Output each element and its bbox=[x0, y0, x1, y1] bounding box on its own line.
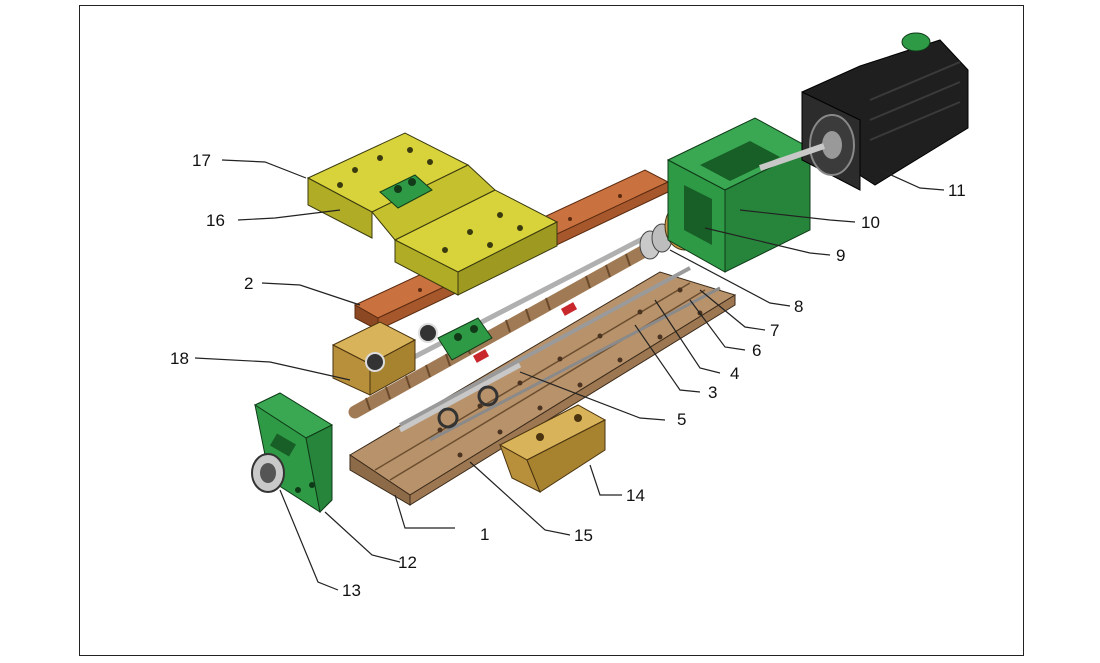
label-3: 3 bbox=[708, 383, 717, 402]
end-plate-part bbox=[251, 392, 334, 514]
leader-lines bbox=[194, 159, 945, 591]
label-16: 16 bbox=[206, 211, 225, 230]
label-14: 14 bbox=[626, 486, 645, 505]
label-9: 9 bbox=[836, 246, 845, 265]
label-12: 12 bbox=[398, 553, 417, 572]
label-5: 5 bbox=[677, 410, 686, 429]
servo-motor-part bbox=[759, 32, 969, 191]
brass-bearing-block bbox=[331, 321, 438, 396]
callout-labels: 1 2 3 4 5 6 7 8 9 10 11 12 13 14 15 16 1… bbox=[170, 151, 966, 600]
label-18: 18 bbox=[170, 349, 189, 368]
label-15: 15 bbox=[574, 526, 593, 545]
green-nut-upper bbox=[379, 174, 433, 209]
label-1: 1 bbox=[480, 525, 489, 544]
base-rail-part bbox=[349, 271, 737, 506]
label-10: 10 bbox=[861, 213, 880, 232]
label-4: 4 bbox=[730, 364, 739, 383]
label-6: 6 bbox=[752, 341, 761, 360]
label-2: 2 bbox=[244, 274, 253, 293]
yellow-carriage-part bbox=[306, 132, 559, 296]
label-17: 17 bbox=[192, 151, 211, 170]
ball-screw-part bbox=[348, 238, 662, 419]
end-block-part bbox=[498, 404, 607, 494]
label-7: 7 bbox=[770, 321, 779, 340]
label-11: 11 bbox=[948, 181, 966, 200]
label-8: 8 bbox=[794, 297, 803, 316]
label-13: 13 bbox=[342, 581, 361, 600]
figure-frame bbox=[79, 5, 1024, 656]
slider-bushings bbox=[398, 362, 522, 433]
motor-bracket-part bbox=[666, 117, 812, 273]
green-nut-lower bbox=[437, 317, 493, 361]
